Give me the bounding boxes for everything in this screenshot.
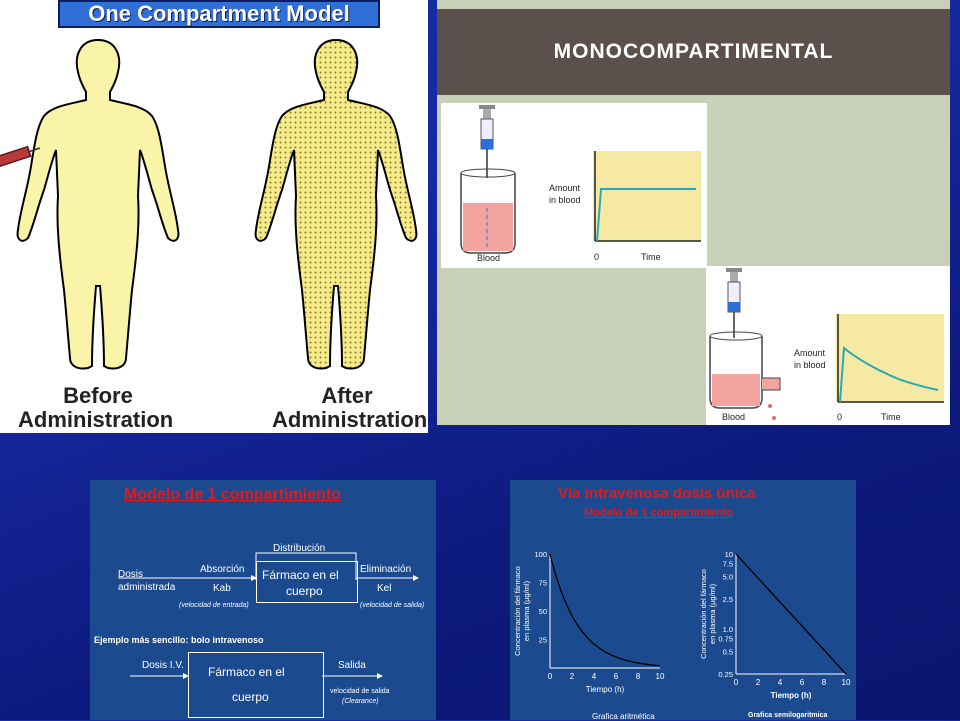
modelo-arrows — [118, 552, 419, 679]
farmaco-label-2: cuerpo — [286, 584, 323, 598]
farmaco2-label-1: Fármaco en el — [208, 665, 285, 679]
after-caption-line2: Administration — [272, 407, 428, 432]
x-tick-label: 8 — [636, 672, 641, 681]
left-caption: Grafica aritmética — [592, 712, 655, 721]
before-caption-line1: Before — [63, 383, 133, 408]
farmaco-box-2 — [188, 652, 324, 718]
x-tick-label: 10 — [842, 678, 851, 687]
bodies-illustration — [0, 38, 418, 370]
x-tick-label: 10 — [656, 672, 665, 681]
after-caption-line1: After — [321, 383, 373, 408]
body-after-figure — [254, 38, 418, 370]
syringe-icon — [479, 105, 495, 178]
salida-label: Salida — [338, 660, 366, 671]
dosis-label-2: administrada — [118, 582, 176, 593]
x-tick-label: 2 — [570, 672, 575, 681]
x-tick-label: 4 — [778, 678, 783, 687]
modelo-title: Modelo de 1 compartimiento — [124, 486, 341, 503]
x-axis-label: Tiempo (h) — [586, 685, 625, 694]
x-tick-label: 6 — [800, 678, 805, 687]
body-before-figure — [16, 38, 180, 370]
graph1-x0: 0 — [594, 252, 599, 262]
x-axis-label: Tiempo (h) — [771, 691, 812, 700]
one-compartment-banner: One Compartment Model — [58, 0, 380, 28]
absorcion-label: Absorción — [200, 564, 245, 575]
before-caption: Before Administration — [18, 383, 173, 432]
syringe-icon — [0, 145, 41, 168]
y-tick-label: 2.5 — [723, 595, 733, 604]
graph2-x0: 0 — [837, 412, 842, 422]
before-caption-line2: Administration — [18, 407, 174, 432]
y-axis-label-2: en plasma (µg/ml) — [708, 583, 717, 644]
syringe-icon — [726, 268, 742, 338]
kab-label: Kab — [213, 583, 231, 594]
y-tick-label: 5.0 — [723, 573, 733, 582]
vel-entrada-label: (velocidad de entrada) — [179, 602, 249, 609]
x-tick-label: 0 — [548, 672, 553, 681]
beaker-drain-icon — [709, 331, 781, 420]
y-tick-label: 0.25 — [718, 670, 733, 679]
x-tick-label: 6 — [614, 672, 619, 681]
via-panel: Vía intravenosa dosis única Modelo de 1 … — [510, 480, 856, 721]
beaker-label-1: Blood — [477, 253, 500, 263]
y-axis-label-1: Concentración del fármaco — [513, 566, 522, 656]
via-subtitle: Modelo de 1 compartimiento — [584, 507, 734, 519]
vel-salida-label: (velocidad de salida) — [360, 602, 425, 609]
eliminacion-label: Eliminación — [360, 564, 412, 575]
x-tick-label: 0 — [734, 678, 739, 687]
farmaco-box — [256, 561, 358, 603]
y-tick-label: 25 — [539, 636, 547, 645]
infusion-illustration: Blood Amount in blood 0 Time — [441, 103, 707, 268]
graph1-ylabel-2: in blood — [549, 195, 581, 205]
after-caption: After Administration — [272, 383, 428, 432]
beaker-label-2: Blood — [722, 412, 745, 422]
y-tick-label: 0.75 — [718, 634, 733, 643]
y-tick-label: 7.5 — [723, 559, 733, 568]
x-tick-label: 4 — [592, 672, 597, 681]
y-tick-label: 100 — [534, 550, 547, 559]
farmaco2-label-2: cuerpo — [232, 690, 269, 704]
distribucion-label: Distribución — [273, 543, 326, 554]
kel-label: Kel — [377, 583, 392, 594]
series-line — [735, 553, 847, 675]
one-compartment-panel: One Compartment Model Before Administrat… — [0, 0, 428, 433]
via-title: Vía intravenosa dosis única — [558, 485, 756, 502]
graph2-xlabel: Time — [881, 412, 901, 422]
graph2-curve — [839, 345, 939, 403]
right-caption: Grafica semilogaritmica — [748, 712, 828, 719]
dosis-label-1: Dosis — [118, 569, 144, 580]
ejemplo-label: Ejemplo más sencillo: bolo intravenoso — [94, 635, 264, 645]
monocompartimental-panel: MONOCOMPARTIMENTAL Blood Amount in blood… — [437, 0, 950, 425]
y-axis-label-2: en plasma (µg/ml) — [522, 580, 531, 641]
y-tick-label: 50 — [539, 607, 547, 616]
dosis-iv-label: Dosis I.V. — [142, 660, 184, 671]
graph2-ylabel-2: in blood — [794, 360, 826, 370]
x-tick-label: 8 — [822, 678, 827, 687]
series-line — [549, 553, 661, 667]
clearance-label: (Clearance) — [342, 698, 379, 705]
graph1-xlabel: Time — [641, 252, 661, 262]
y-tick-label: 75 — [539, 579, 547, 588]
vel-salida2-label: velocidad de salida — [330, 688, 390, 695]
graph1-curve — [596, 188, 696, 242]
y-tick-label: 0.5 — [723, 647, 733, 656]
y-axis-label-1: Concentración del fármaco — [699, 569, 708, 659]
monocompartimental-title: MONOCOMPARTIMENTAL — [437, 9, 950, 95]
y-tick-label: 10 — [725, 550, 733, 559]
y-tick-label: 1.0 — [723, 625, 733, 634]
modelo-panel: Modelo de 1 compartimiento Distribución … — [90, 480, 436, 720]
x-tick-label: 2 — [756, 678, 761, 687]
farmaco-label-1: Fármaco en el — [262, 568, 339, 582]
beaker-icon — [460, 168, 516, 254]
elimination-illustration: Blood Amount in blood 0 Time — [706, 266, 950, 425]
graph1-ylabel-1: Amount — [549, 183, 581, 193]
graph2-ylabel-1: Amount — [794, 348, 826, 358]
